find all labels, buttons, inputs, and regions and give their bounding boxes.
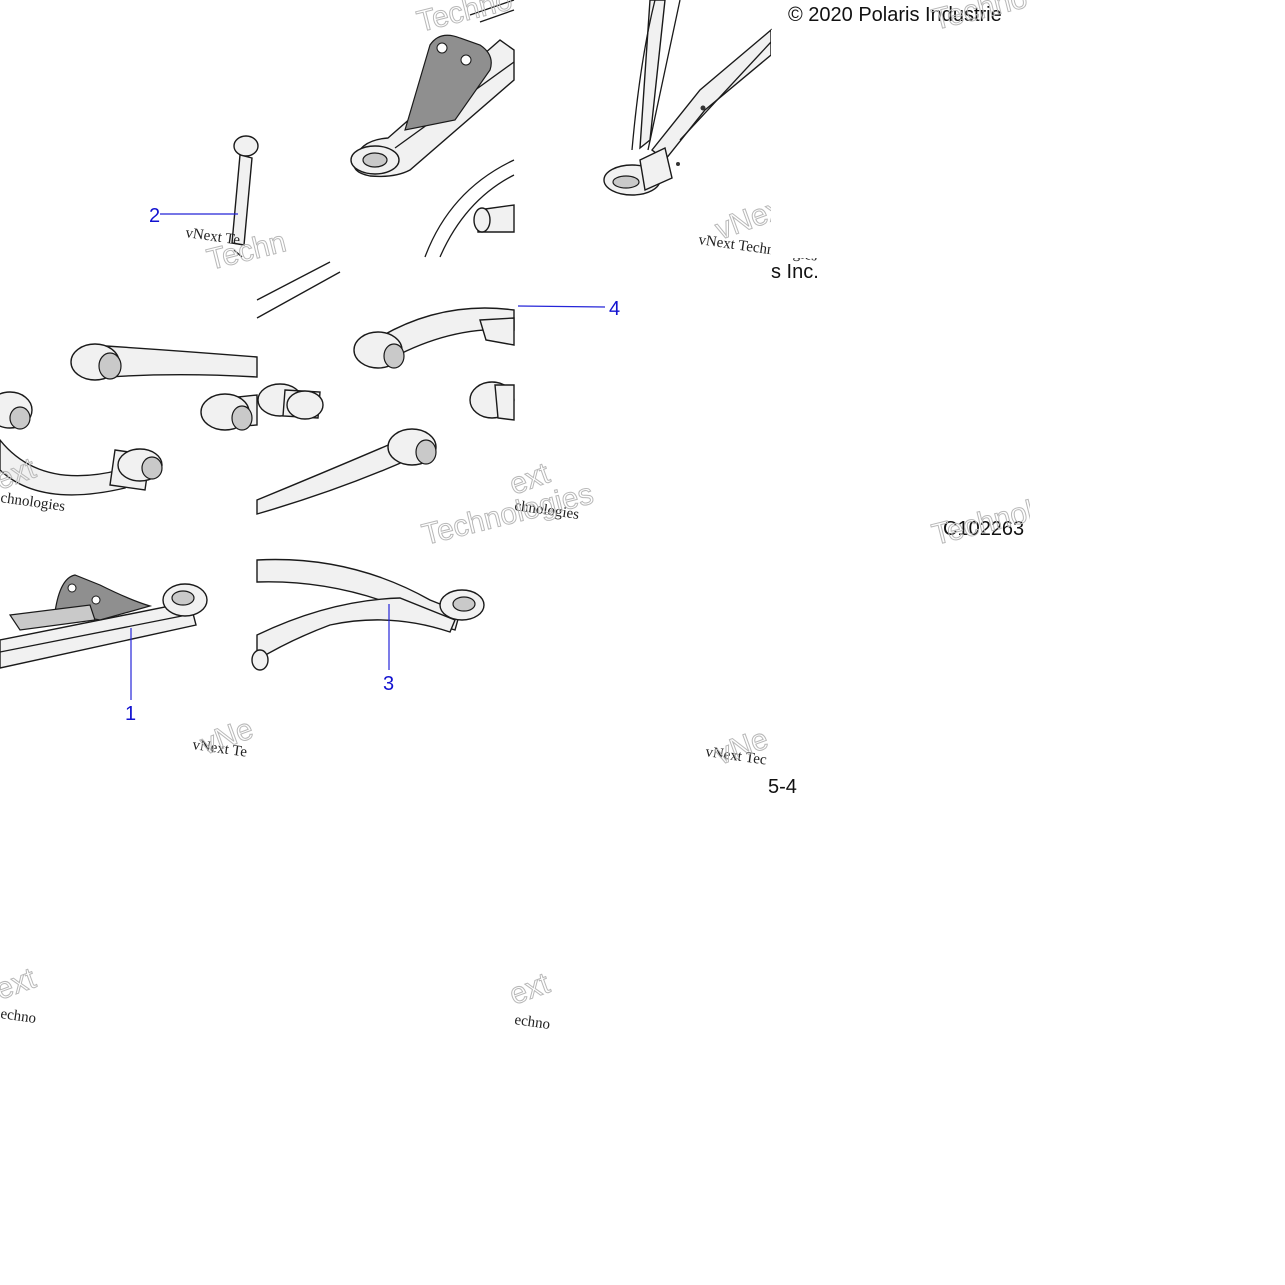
callout-line-4 bbox=[517, 305, 606, 308]
copyright-text: © 2020 Polaris Industrie bbox=[788, 4, 1002, 26]
upper-control-arm-front bbox=[350, 0, 515, 258]
upper-control-arm-rear bbox=[603, 0, 772, 196]
page-reference: 5-4 bbox=[768, 776, 797, 798]
watermark-outline-1: Techno bbox=[414, 0, 516, 39]
watermark-outline-7: vNe bbox=[196, 712, 257, 761]
watermark-serif-7: echno bbox=[0, 1006, 37, 1027]
watermark-outline-2: Technologies bbox=[419, 477, 597, 551]
copyright-tail-text: s Inc. bbox=[771, 261, 819, 283]
watermark-serif-1: vNext Te bbox=[184, 225, 241, 249]
tile-mask-2 bbox=[1030, 0, 1285, 1285]
lower-control-arm-1 bbox=[0, 574, 208, 669]
watermark-outline-11: ext bbox=[0, 962, 41, 1007]
callout-4: 4 bbox=[609, 298, 620, 320]
watermark-outline-12: ext bbox=[505, 967, 555, 1012]
lower-control-arm-3 bbox=[251, 558, 485, 671]
watermark-serif-8: echno bbox=[513, 1012, 551, 1033]
callout-3: 3 bbox=[383, 673, 394, 695]
callout-1: 1 bbox=[125, 703, 136, 725]
part-code: C102263 bbox=[943, 518, 1024, 540]
lower-arm-tubes-left bbox=[0, 343, 258, 496]
watermark-serif-5: vNext Te bbox=[191, 737, 248, 761]
lower-arm-tubes-center bbox=[256, 261, 515, 515]
callout-2: 2 bbox=[149, 205, 160, 227]
